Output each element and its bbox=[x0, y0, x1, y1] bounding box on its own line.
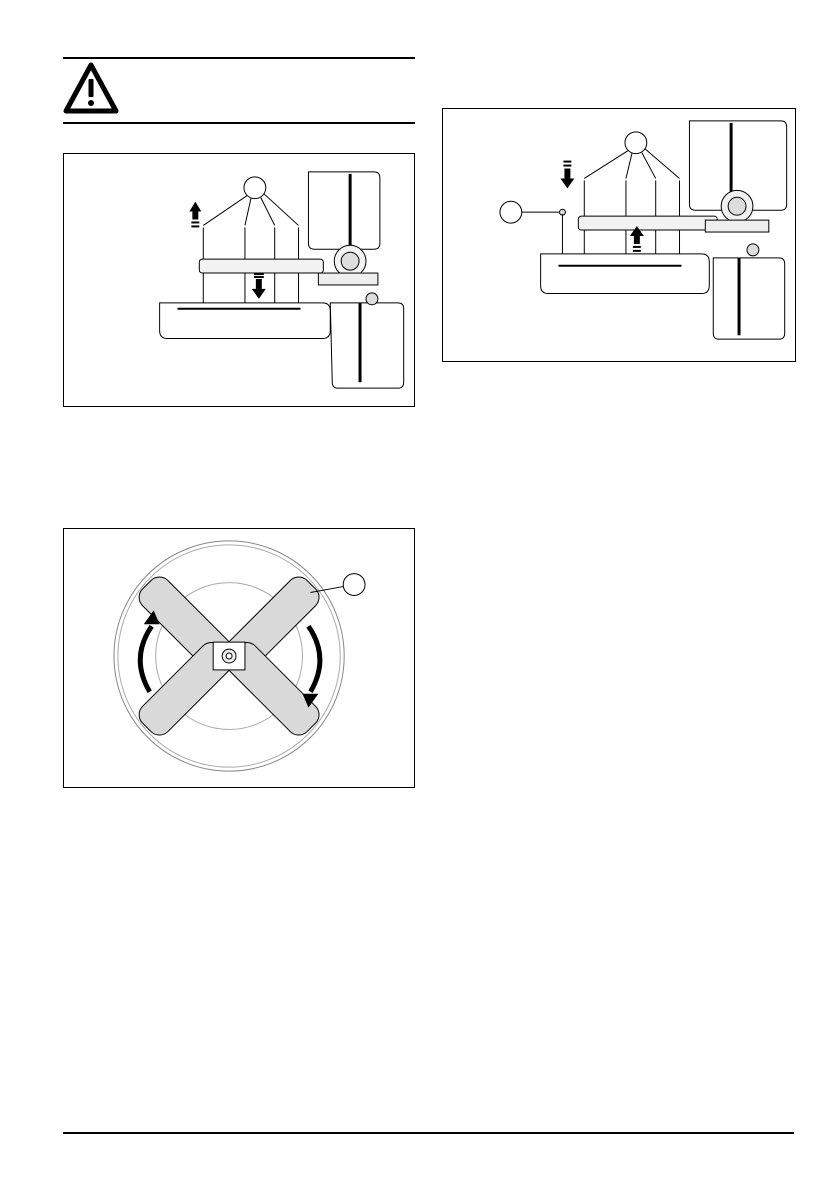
blade-assembly-illustration bbox=[64, 154, 414, 406]
footer-rule bbox=[63, 1132, 794, 1134]
blade-assembly-illustration-2 bbox=[443, 109, 795, 361]
callout-circle bbox=[244, 177, 266, 199]
warning-bottom-rule bbox=[63, 122, 415, 124]
warning-triangle-icon bbox=[63, 62, 119, 114]
figure-blade-bolts-install bbox=[442, 108, 796, 362]
rotating-blades-illustration bbox=[64, 529, 414, 787]
warning-top-rule bbox=[63, 57, 415, 59]
figure-blade-bolts-remove bbox=[63, 153, 415, 407]
figure-blade-rotation bbox=[63, 528, 415, 788]
